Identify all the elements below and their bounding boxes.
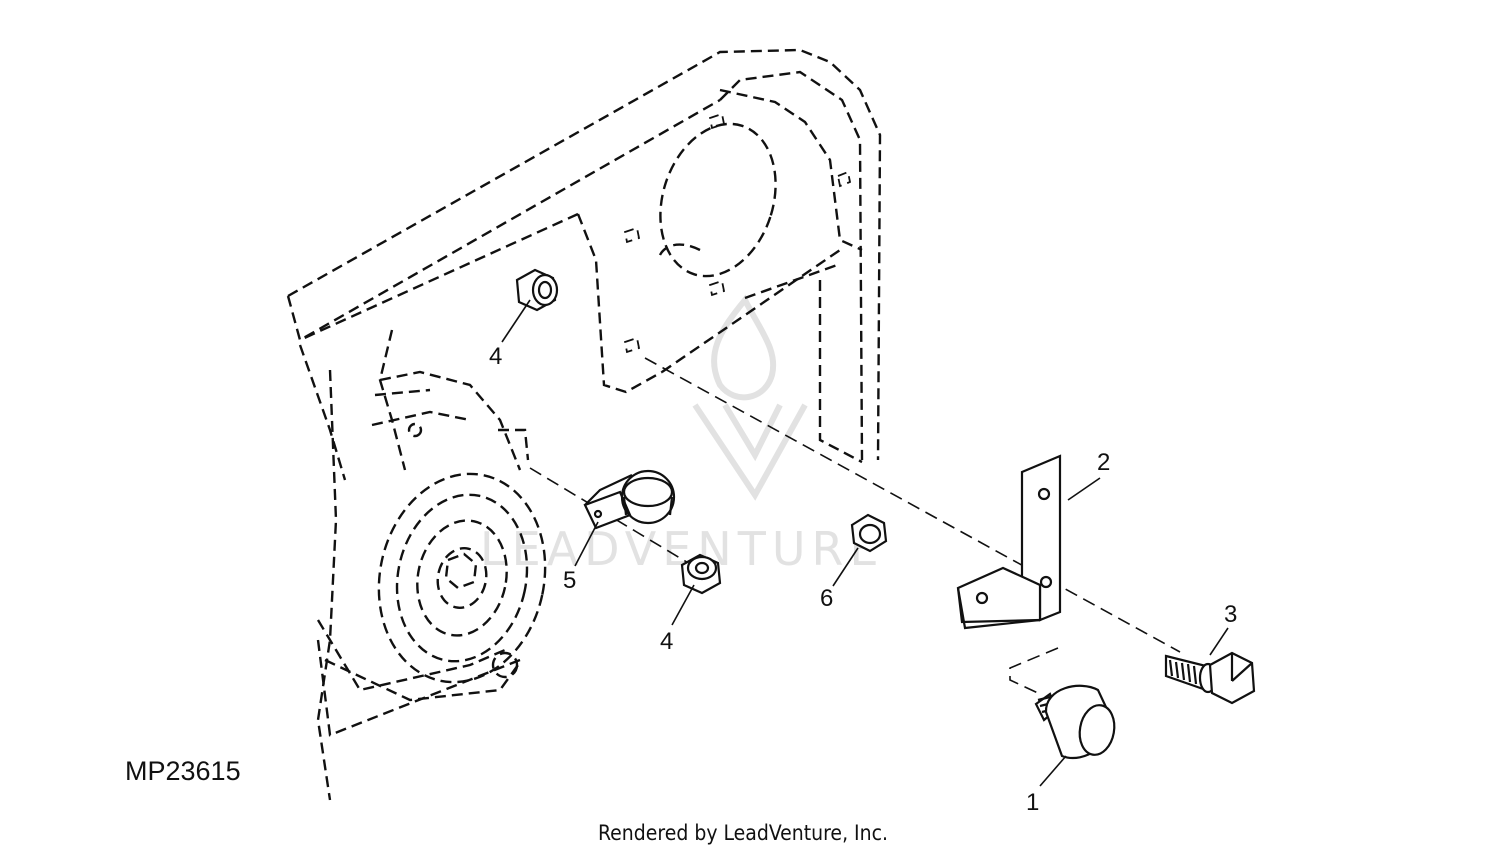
flange-nut-upper	[515, 268, 559, 312]
figure-id: MP23615	[125, 756, 241, 786]
leader-lines	[501, 299, 1229, 787]
bracket	[956, 454, 1062, 630]
watermark: LEADVENTURE	[480, 294, 885, 576]
bracket-axis	[1009, 647, 1059, 695]
assembly-axis	[644, 357, 1181, 653]
callout-4-upper: 4	[489, 343, 502, 370]
nut-6	[850, 513, 888, 553]
callout-2: 2	[1097, 449, 1110, 476]
callout-3: 3	[1224, 601, 1237, 628]
hose-clamp	[583, 469, 676, 530]
alternator-axis	[529, 467, 701, 571]
watermark-text: LEADVENTURE	[480, 522, 885, 576]
callout-1: 1	[1026, 789, 1039, 816]
bolt	[1164, 651, 1256, 705]
callout-5: 5	[563, 567, 576, 594]
alternator-ghost	[316, 370, 547, 702]
frame-ghost	[286, 48, 882, 801]
flange-nut-lower	[680, 553, 722, 595]
callout-4-lower: 4	[660, 628, 673, 655]
credit-line: Rendered by LeadVenture, Inc.	[598, 821, 888, 845]
callout-6: 6	[820, 585, 833, 612]
spacer	[1034, 684, 1116, 759]
